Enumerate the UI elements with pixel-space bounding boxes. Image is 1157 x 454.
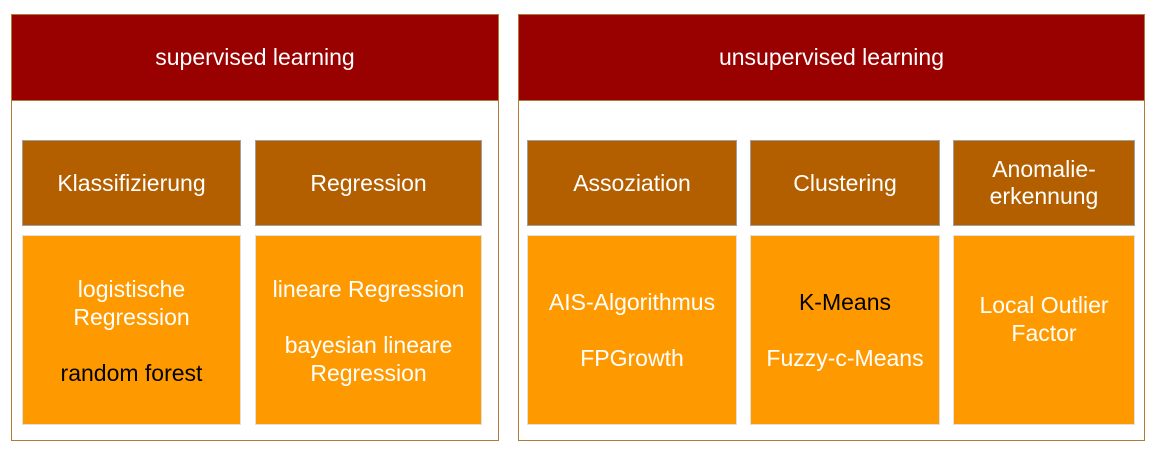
- supervised-title: supervised learning: [155, 44, 355, 70]
- category-label: Klassifizierung: [57, 169, 206, 196]
- category-label: Assoziation: [573, 169, 691, 196]
- algorithms-clustering: K-Means Fuzzy-c-Means: [750, 235, 940, 425]
- algorithm-item: logistische Regression: [73, 276, 190, 330]
- algorithm-item: bayesian lineare Regression: [284, 332, 453, 386]
- algorithms-assoziation: AIS-Algorithmus FPGrowth: [527, 235, 737, 425]
- category-label-line: erkennung: [989, 183, 1099, 209]
- category-label-line: Anomalie-: [992, 156, 1096, 182]
- category-label: Clustering: [793, 169, 897, 196]
- category-label: Regression: [310, 169, 427, 196]
- algorithm-item: AIS-Algorithmus: [548, 289, 716, 315]
- algorithms-klassifizierung: logistische Regression random forest: [22, 235, 241, 425]
- algorithm-item: lineare Regression: [272, 276, 465, 302]
- supervised-header: supervised learning: [11, 14, 499, 101]
- algorithm-item: random forest: [60, 360, 203, 386]
- algorithm-item: FPGrowth: [580, 345, 684, 371]
- algorithm-item: Local Outlier Factor: [979, 292, 1109, 346]
- algorithm-item: K-Means: [798, 289, 892, 315]
- category-clustering: Clustering: [750, 140, 940, 226]
- category-assoziation: Assoziation: [527, 140, 737, 226]
- unsupervised-header: unsupervised learning: [518, 14, 1145, 101]
- category-klassifizierung: Klassifizierung: [22, 140, 241, 226]
- category-anomalieerkennung: Anomalie- erkennung: [953, 140, 1135, 226]
- unsupervised-title: unsupervised learning: [718, 44, 945, 70]
- algorithms-anomalieerkennung: Local Outlier Factor: [953, 235, 1135, 425]
- category-regression: Regression: [255, 140, 482, 226]
- algorithms-regression: lineare Regression bayesian lineare Regr…: [255, 235, 482, 425]
- algorithm-item: Fuzzy-c-Means: [766, 345, 924, 371]
